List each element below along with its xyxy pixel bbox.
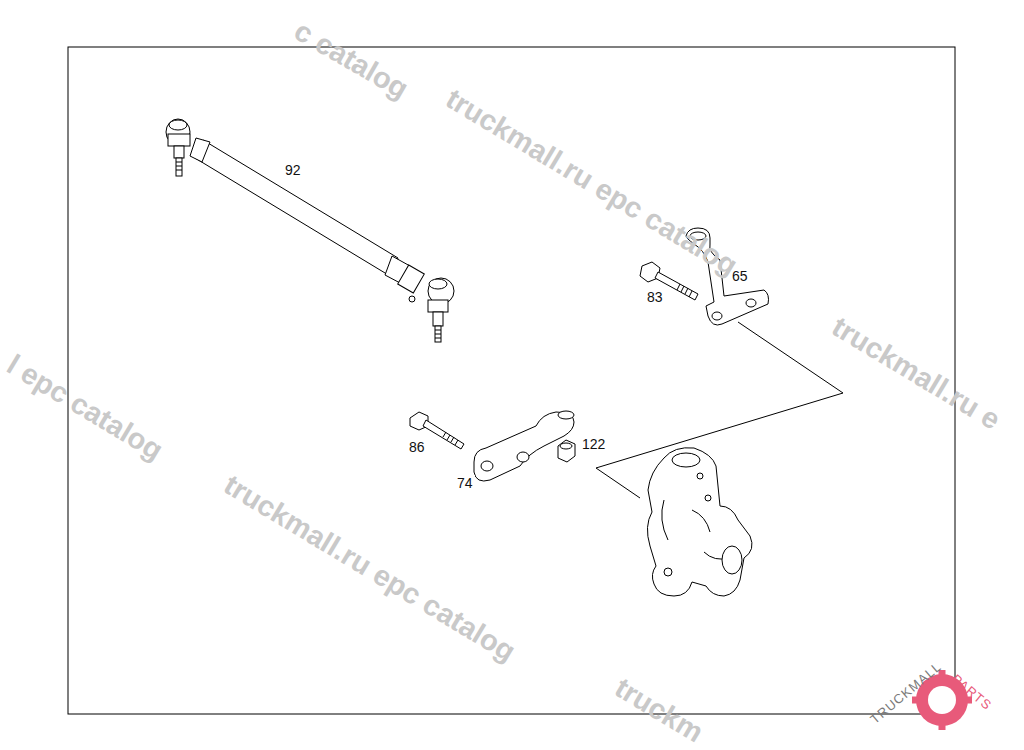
tie-rod — [166, 119, 454, 342]
nut — [558, 440, 575, 462]
watermark: c catalog — [290, 16, 413, 104]
frame — [68, 47, 955, 714]
watermark: truckmall.ru epc catalog — [441, 84, 742, 281]
callout-number: 83 — [645, 289, 665, 305]
steering-knuckle — [647, 448, 752, 596]
watermark: truckm — [610, 673, 708, 748]
callout-number: 74 — [455, 475, 475, 491]
callout-number: 86 — [407, 439, 427, 455]
callout-number: 92 — [283, 162, 303, 178]
watermark: truckmall.ru epc catalog — [219, 470, 520, 667]
callout-number: 122 — [580, 436, 607, 452]
watermark: truckmall.ru e — [827, 312, 1005, 435]
leader-line — [596, 322, 843, 498]
steering-arm — [474, 411, 574, 481]
watermark: l epc catalog — [2, 350, 168, 465]
